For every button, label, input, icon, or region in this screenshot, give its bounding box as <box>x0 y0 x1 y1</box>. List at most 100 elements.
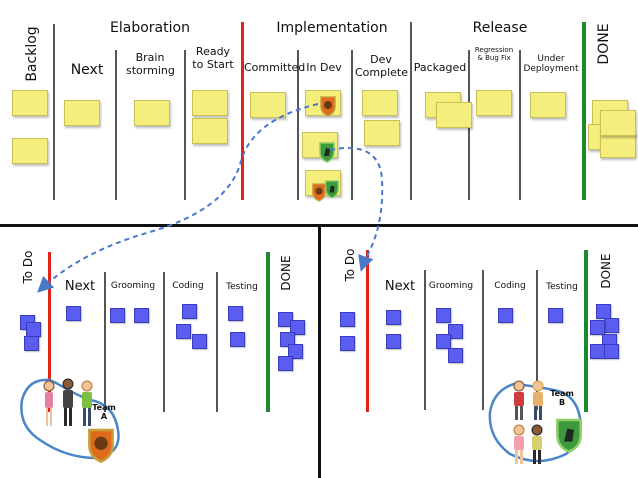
column-divider <box>482 270 484 410</box>
column-divider <box>163 272 165 412</box>
task-card <box>548 308 563 323</box>
column-regression-bug-fix: Regression & Bug Fix <box>474 46 514 63</box>
column-grooming: Grooming <box>428 281 474 291</box>
column-coding: Coding <box>494 281 526 291</box>
column-next: Next <box>70 62 104 78</box>
sticky-note <box>12 90 48 116</box>
column-divider <box>184 50 186 200</box>
column-divider <box>536 270 538 410</box>
person-icon <box>81 380 93 426</box>
column-divider <box>104 272 106 412</box>
sticky-note <box>436 102 472 128</box>
sticky-note <box>476 90 512 116</box>
task-card <box>192 334 207 349</box>
person-icon <box>43 380 55 426</box>
task-card <box>340 336 355 351</box>
team-a-label: Team A <box>92 403 116 421</box>
sticky-note <box>192 90 228 116</box>
person-icon <box>531 424 543 464</box>
group-release: Release <box>472 20 528 36</box>
lion-shield-icon <box>86 426 116 464</box>
task-card <box>228 306 243 321</box>
task-card <box>498 308 513 323</box>
column-testing: Testing <box>226 282 258 292</box>
sticky-note <box>134 100 170 126</box>
task-card <box>278 356 293 371</box>
column-ready-to-start: Ready to Start <box>192 45 234 71</box>
task-card <box>290 320 305 335</box>
team-b-label: Team B <box>550 389 574 407</box>
wip-limit-line <box>48 252 51 412</box>
task-card <box>134 308 149 323</box>
column-grooming: Grooming <box>110 281 156 291</box>
column-divider <box>351 50 353 200</box>
task-card <box>24 336 39 351</box>
arrow-to-team-b <box>329 147 384 272</box>
arrow-to-team-a <box>37 103 319 293</box>
sticky-note <box>530 92 566 118</box>
column-divider <box>53 24 55 200</box>
person-icon <box>62 378 74 426</box>
column-divider <box>115 50 117 200</box>
person-icon <box>513 424 525 464</box>
person-icon <box>513 380 525 420</box>
column-divider <box>216 272 218 412</box>
task-card <box>386 310 401 325</box>
column-under-deployment: Under Deployment <box>523 54 579 75</box>
horse-shield-icon <box>324 179 340 199</box>
task-card <box>596 304 611 319</box>
person-icon <box>532 380 544 420</box>
column-brainstorming: Brain storming <box>126 51 175 77</box>
column-in-dev: In Dev <box>306 61 342 74</box>
sticky-note <box>64 100 100 126</box>
column-divider <box>297 50 299 200</box>
sticky-note <box>192 118 228 144</box>
task-card <box>590 320 605 335</box>
task-card <box>110 308 125 323</box>
sticky-note <box>364 120 400 146</box>
task-card <box>448 324 463 339</box>
group-elaboration: Elaboration <box>110 20 190 36</box>
task-card <box>280 332 295 347</box>
task-card <box>436 334 451 349</box>
wip-limit-line <box>241 22 244 200</box>
horse-shield-icon <box>318 141 336 163</box>
sticky-note <box>600 132 636 158</box>
wip-limit-line <box>366 250 369 412</box>
task-card <box>230 332 245 347</box>
done-line <box>582 22 586 200</box>
lion-shield-icon <box>311 182 327 202</box>
task-card <box>448 348 463 363</box>
task-card <box>340 312 355 327</box>
task-card <box>278 312 293 327</box>
column-coding: Coding <box>172 281 204 291</box>
task-card <box>288 344 303 359</box>
column-dev-complete: Dev Complete <box>355 53 409 79</box>
column-packaged: Packaged <box>413 61 467 74</box>
sticky-note <box>600 110 636 136</box>
done-line <box>266 252 270 412</box>
column-divider <box>410 22 412 200</box>
task-card <box>436 308 451 323</box>
column-testing: Testing <box>546 282 578 292</box>
task-card <box>182 304 197 319</box>
task-card <box>386 334 401 349</box>
sticky-note <box>362 90 398 116</box>
column-next: Next <box>64 279 96 294</box>
column-divider <box>519 50 521 200</box>
task-card <box>66 306 81 321</box>
sticky-note <box>250 92 286 118</box>
horse-shield-icon <box>554 416 584 454</box>
board-divider-vertical <box>318 224 321 478</box>
task-card <box>604 344 619 359</box>
column-committed: Committed <box>244 61 306 74</box>
task-card <box>176 324 191 339</box>
group-implementation: Implementation <box>276 20 388 36</box>
done-line <box>584 250 588 412</box>
team-b-outline <box>488 382 582 463</box>
column-next: Next <box>384 279 416 294</box>
lion-shield-icon <box>319 95 337 117</box>
sticky-note <box>12 138 48 164</box>
column-divider <box>424 270 426 410</box>
